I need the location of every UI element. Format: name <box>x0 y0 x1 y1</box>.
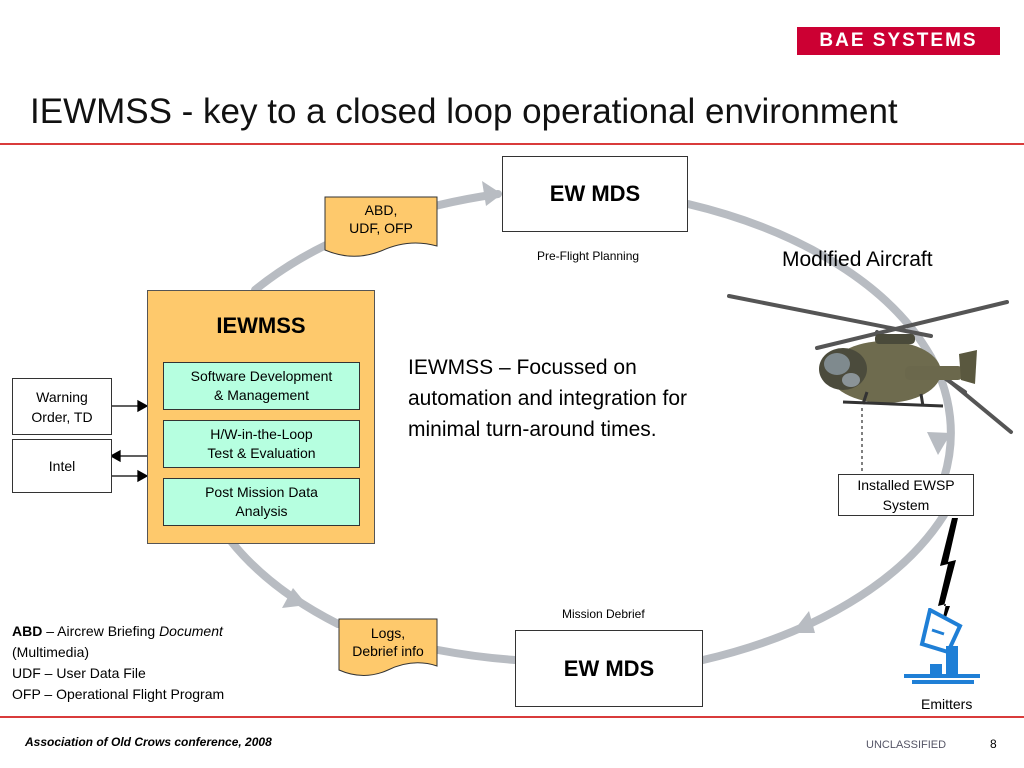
ew-mds-bottom-box: EW MDS <box>515 630 703 707</box>
footer-conference: Association of Old Crows conference, 200… <box>25 735 272 749</box>
doc-bottom-line2: Debrief info <box>352 643 424 659</box>
intel-label: Intel <box>48 458 76 474</box>
doc-top-text: ABD, UDF, OFP <box>324 201 438 237</box>
glossary-udf: UDF – User Data File <box>12 665 146 681</box>
intel-box: Intel <box>12 439 112 493</box>
glossary: ABD – Aircrew Briefing Document (Multime… <box>12 621 302 705</box>
module-3-line1: Post Mission Data <box>205 484 318 500</box>
loop-arrowhead-bottom-right <box>792 611 815 633</box>
glossary-abd: ABD – Aircrew Briefing Document <box>12 621 302 642</box>
title-divider <box>0 143 1024 145</box>
installed-ewsp-box: Installed EWSP System <box>838 474 974 516</box>
iewmss-title: IEWMSS <box>216 313 306 338</box>
warning-line2: Order, TD <box>31 408 93 425</box>
doc-bottom-text: Logs, Debrief info <box>338 624 438 660</box>
radar-emitter-icon <box>904 608 980 684</box>
loop-arc-bottom <box>434 646 519 664</box>
slide-title: IEWMSS - key to a closed loop operationa… <box>30 92 898 131</box>
module-2-line1: H/W-in-the-Loop <box>210 426 313 442</box>
ew-mds-top-box: EW MDS <box>502 156 688 232</box>
doc-top-line1: ABD, <box>364 202 398 218</box>
ew-mds-bottom-label: EW MDS <box>563 655 655 681</box>
loop-arc-bottom-right <box>699 511 948 664</box>
module-2-line2: Test & Evaluation <box>207 445 316 461</box>
loop-arc-bottom-left <box>226 536 342 628</box>
lightning-bolt-icon <box>938 518 958 640</box>
doc-top-line2: UDF, OFP <box>349 220 413 236</box>
ewsp-line1: Installed EWSP <box>857 477 955 493</box>
doc-bottom-line1: Logs, <box>370 625 406 641</box>
glossary-abd-term: ABD <box>12 623 43 639</box>
ewsp-line2: System <box>882 497 930 513</box>
loop-arrowhead-right <box>927 432 951 455</box>
glossary-abd-italic: Document <box>159 623 223 639</box>
glossary-abd-prefix: – Aircrew Briefing <box>42 623 160 639</box>
doc-bottom-shape <box>338 618 438 676</box>
glossary-ofp: OFP – Operational Flight Program <box>12 686 225 702</box>
pre-flight-planning-caption: Pre-Flight Planning <box>537 249 640 263</box>
loop-arc-top-right <box>684 200 935 361</box>
intel-arrow-out-head <box>137 469 149 483</box>
logo-text: BAE SYSTEMS <box>819 30 978 51</box>
modified-aircraft-label: Modified Aircraft <box>782 248 933 271</box>
bae-systems-logo: BAE SYSTEMS <box>797 27 1000 55</box>
module-1-line2: & Management <box>214 387 309 403</box>
iewmss-note: IEWMSS – Focussed on automation and inte… <box>408 356 688 441</box>
footer-classification: UNCLASSIFIED <box>866 739 947 751</box>
footer-divider <box>0 716 1024 718</box>
emitters-label: Emitters <box>921 696 973 712</box>
doc-top-shape <box>324 196 438 257</box>
mission-debrief-caption: Mission Debrief <box>562 607 645 621</box>
footer-page-number: 8 <box>990 737 997 751</box>
loop-arrowhead-bottom-left <box>282 588 307 608</box>
warning-arrowhead <box>137 399 149 413</box>
module-3-line2: Analysis <box>235 503 288 519</box>
loop-arrowhead-top <box>482 181 502 206</box>
module-1-line1: Software Development <box>190 368 333 384</box>
intel-arrow-in-head <box>109 449 121 463</box>
ew-mds-top-label: EW MDS <box>549 181 641 206</box>
module-software-development: Software Development & Management <box>163 362 360 410</box>
glossary-abd-suffix: (Multimedia) <box>12 644 90 660</box>
warning-line1: Warning <box>36 388 88 405</box>
helicopter-icon <box>727 294 1013 434</box>
